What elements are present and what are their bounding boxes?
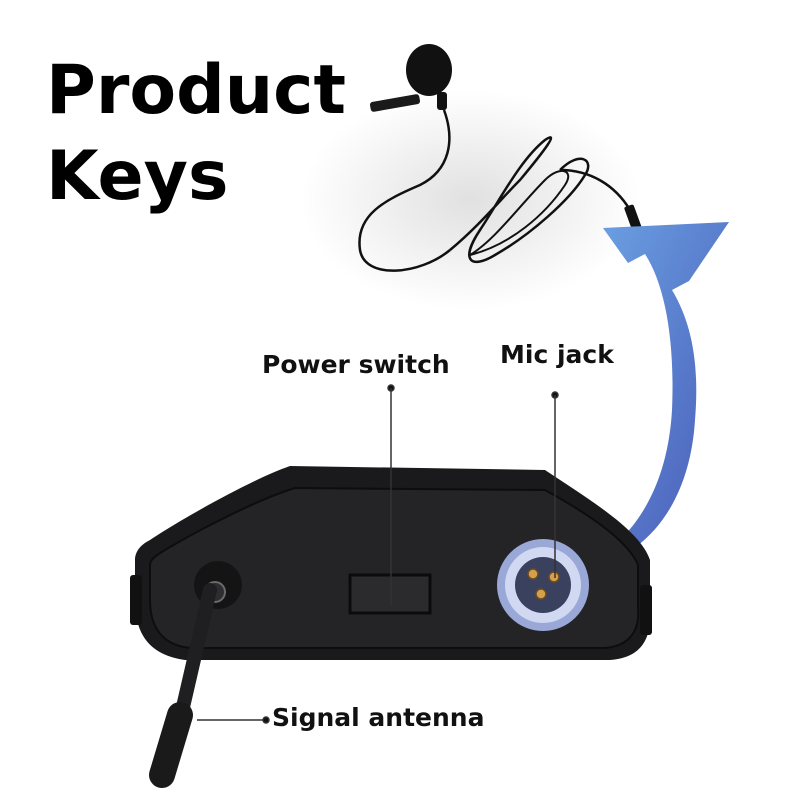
- callout-lines: [197, 384, 559, 724]
- title-line-1: Product: [46, 51, 346, 130]
- connection-arrow-icon: [575, 222, 729, 572]
- mic-jack-connector[interactable]: [497, 539, 589, 631]
- signal-antenna-label: Signal antenna: [272, 703, 485, 732]
- page-title: Product Keys: [46, 48, 346, 220]
- power-switch-label: Power switch: [262, 350, 450, 379]
- signal-antenna[interactable]: [149, 561, 242, 788]
- mic-jack-label: Mic jack: [500, 340, 614, 369]
- power-switch[interactable]: [348, 573, 432, 615]
- title-line-2: Keys: [46, 137, 229, 216]
